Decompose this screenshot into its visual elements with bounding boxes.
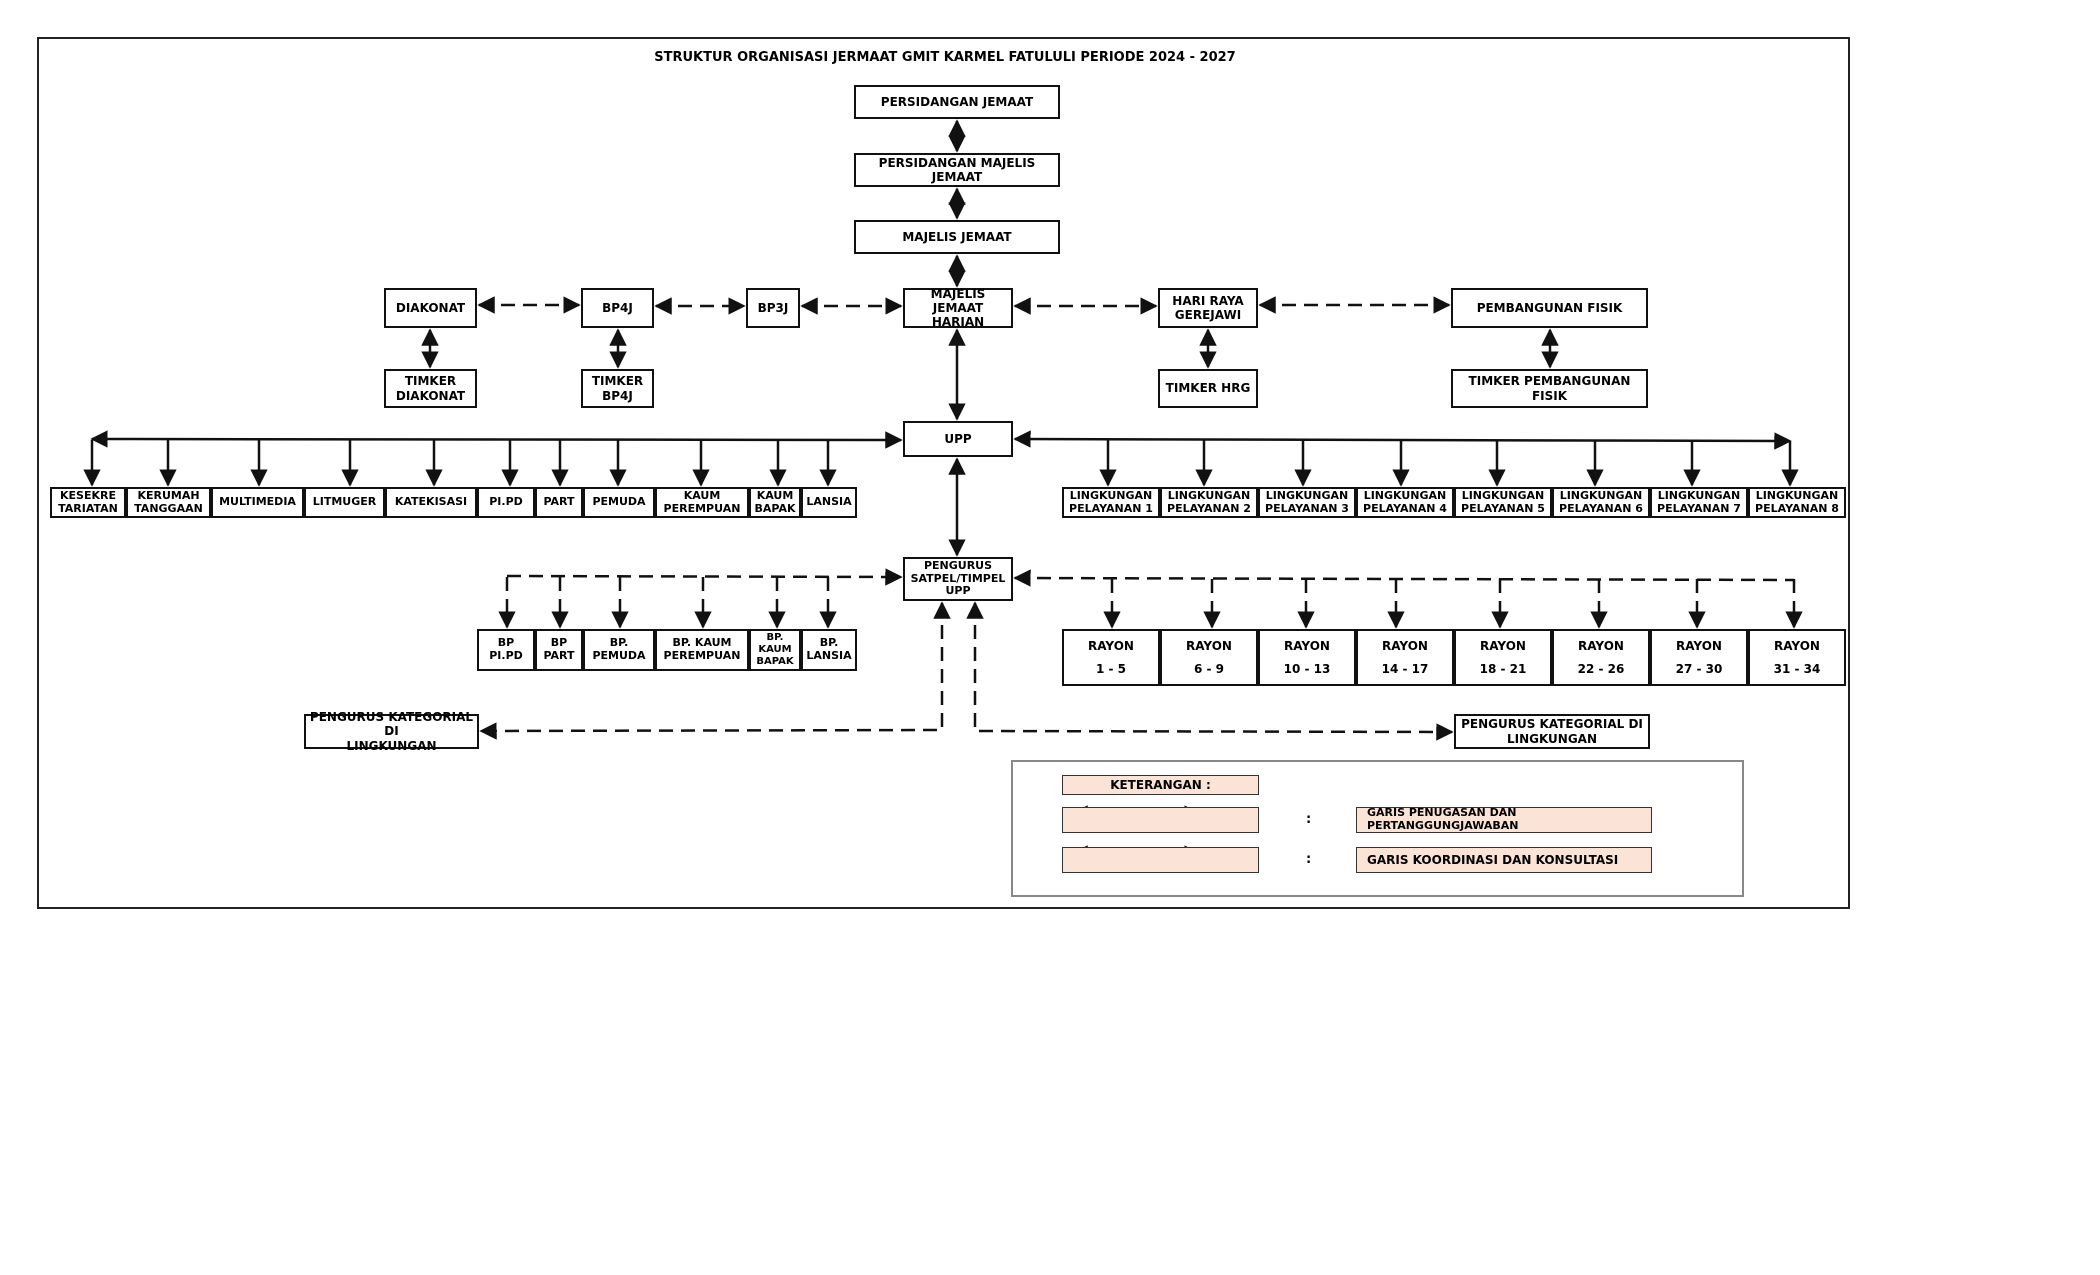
unit-box: KAUM BAPAK <box>749 487 801 518</box>
rayon-range: 27 - 30 <box>1675 661 1723 676</box>
upp-box: UPP <box>903 421 1013 457</box>
pembangunan-fisik-box: PEMBANGUNAN FISIK <box>1451 288 1648 328</box>
dashed-connector <box>1013 569 1795 587</box>
hari-raya-box: HARI RAYA GEREJAWI <box>1158 288 1258 328</box>
unit-box: KAUM PEREMPUAN <box>655 487 749 518</box>
kategorial-right-box: PENGURUS KATEGORIAL DI LINGKUNGAN <box>1454 714 1650 749</box>
mjh-box: MAJELIS JEMAAT HARIAN <box>903 287 1013 329</box>
legend-solid-sample <box>1062 807 1259 833</box>
legend-dashed-label: GARIS KOORDINASI DAN KONSULTASI <box>1356 847 1652 873</box>
lingkungan-box: LINGKUNGAN PELAYANAN 5 <box>1454 487 1552 518</box>
legend-heading: KETERANGAN : <box>1062 775 1259 795</box>
timker-bp4j-box: TIMKER BP4J <box>581 369 654 408</box>
unit-box: PEMUDA <box>583 487 655 518</box>
unit-box: LITMUGER <box>304 487 385 518</box>
unit-box: KESEKRE TARIATAN <box>50 487 126 518</box>
unit-box: KERUMAH TANGGAAN <box>126 487 211 518</box>
solid-connector <box>90 430 903 449</box>
bp-box: BP PI.PD <box>477 629 535 671</box>
legend-colon: : <box>1306 812 1312 827</box>
rayon-box: RAYON 22 - 26 <box>1552 629 1650 686</box>
persidangan-majelis-box: PERSIDANGAN MAJELIS JEMAAT <box>854 153 1060 187</box>
diakonat-box: DIAKONAT <box>384 288 477 328</box>
kategorial-left-box: PENGURUS KATEGORIAL DI LINGKUNGAN <box>304 710 479 753</box>
bp-box: BP. KAUM PEREMPUAN <box>655 629 749 671</box>
rayon-label: RAYON <box>1382 639 1428 654</box>
rayon-range: 10 - 13 <box>1283 661 1331 676</box>
dashed-connector <box>966 601 1454 741</box>
rayon-box: RAYON 31 - 34 <box>1748 629 1846 686</box>
timker-hrg-box: TIMKER HRG <box>1158 369 1258 408</box>
rayon-label: RAYON <box>1480 639 1526 654</box>
lingkungan-box: LINGKUNGAN PELAYANAN 6 <box>1552 487 1650 518</box>
rayon-box: RAYON 1 - 5 <box>1062 629 1160 686</box>
legend-colon: : <box>1306 852 1312 867</box>
rayon-label: RAYON <box>1774 639 1820 654</box>
timker-pembangunan-box: TIMKER PEMBANGUNAN FISIK <box>1451 369 1648 408</box>
rayon-box: RAYON 10 - 13 <box>1258 629 1356 686</box>
rayon-box: RAYON 14 - 17 <box>1356 629 1454 686</box>
rayon-label: RAYON <box>1088 639 1134 654</box>
bp-box: BP. KAUM BAPAK <box>749 629 801 671</box>
rayon-range: 18 - 21 <box>1479 661 1527 676</box>
rayon-label: RAYON <box>1186 639 1232 654</box>
rayon-label: RAYON <box>1284 639 1330 654</box>
rayon-range: 14 - 17 <box>1381 661 1429 676</box>
lingkungan-box: LINGKUNGAN PELAYANAN 1 <box>1062 487 1160 518</box>
unit-box: PART <box>535 487 583 518</box>
lingkungan-box: LINGKUNGAN PELAYANAN 8 <box>1748 487 1846 518</box>
bp3j-box: BP3J <box>746 288 800 328</box>
lingkungan-box: LINGKUNGAN PELAYANAN 7 <box>1650 487 1748 518</box>
unit-box: MULTIMEDIA <box>211 487 304 518</box>
rayon-range: 22 - 26 <box>1577 661 1625 676</box>
chart-frame <box>37 37 1850 909</box>
legend-panel <box>1011 760 1744 897</box>
rayon-box: RAYON 18 - 21 <box>1454 629 1552 686</box>
unit-box: KATEKISASI <box>385 487 477 518</box>
bp-box: BP. PEMUDA <box>583 629 655 671</box>
rayon-label: RAYON <box>1676 639 1722 654</box>
pengurus-satpel-box: PENGURUS SATPEL/TIMPEL UPP <box>903 557 1013 601</box>
unit-box: PI.PD <box>477 487 535 518</box>
rayon-range: 31 - 34 <box>1773 661 1821 676</box>
rayon-box: RAYON 27 - 30 <box>1650 629 1748 686</box>
legend-solid-label: GARIS PENUGASAN DAN PERTANGGUNGJAWABAN <box>1356 807 1652 833</box>
page-title: STRUKTUR ORGANISASI JERMAAT GMIT KARMEL … <box>654 50 1236 65</box>
lingkungan-box: LINGKUNGAN PELAYANAN 4 <box>1356 487 1454 518</box>
bp4j-box: BP4J <box>581 288 654 328</box>
dashed-connector <box>506 568 903 586</box>
timker-diakonat-box: TIMKER DIAKONAT <box>384 369 477 408</box>
rayon-box: RAYON 6 - 9 <box>1160 629 1258 686</box>
persidangan-jemaat-box: PERSIDANGAN JEMAAT <box>854 85 1060 119</box>
bp-box: BP PART <box>535 629 583 671</box>
rayon-range: 6 - 9 <box>1193 661 1225 676</box>
legend-dashed-sample <box>1062 847 1259 873</box>
rayon-range: 1 - 5 <box>1095 661 1127 676</box>
majelis-jemaat-box: MAJELIS JEMAAT <box>854 220 1060 254</box>
rayon-label: RAYON <box>1578 639 1624 654</box>
lingkungan-box: LINGKUNGAN PELAYANAN 2 <box>1160 487 1258 518</box>
lingkungan-box: LINGKUNGAN PELAYANAN 3 <box>1258 487 1356 518</box>
unit-box: LANSIA <box>801 487 857 518</box>
bp-box: BP. LANSIA <box>801 629 857 671</box>
solid-connector <box>1013 430 1792 450</box>
